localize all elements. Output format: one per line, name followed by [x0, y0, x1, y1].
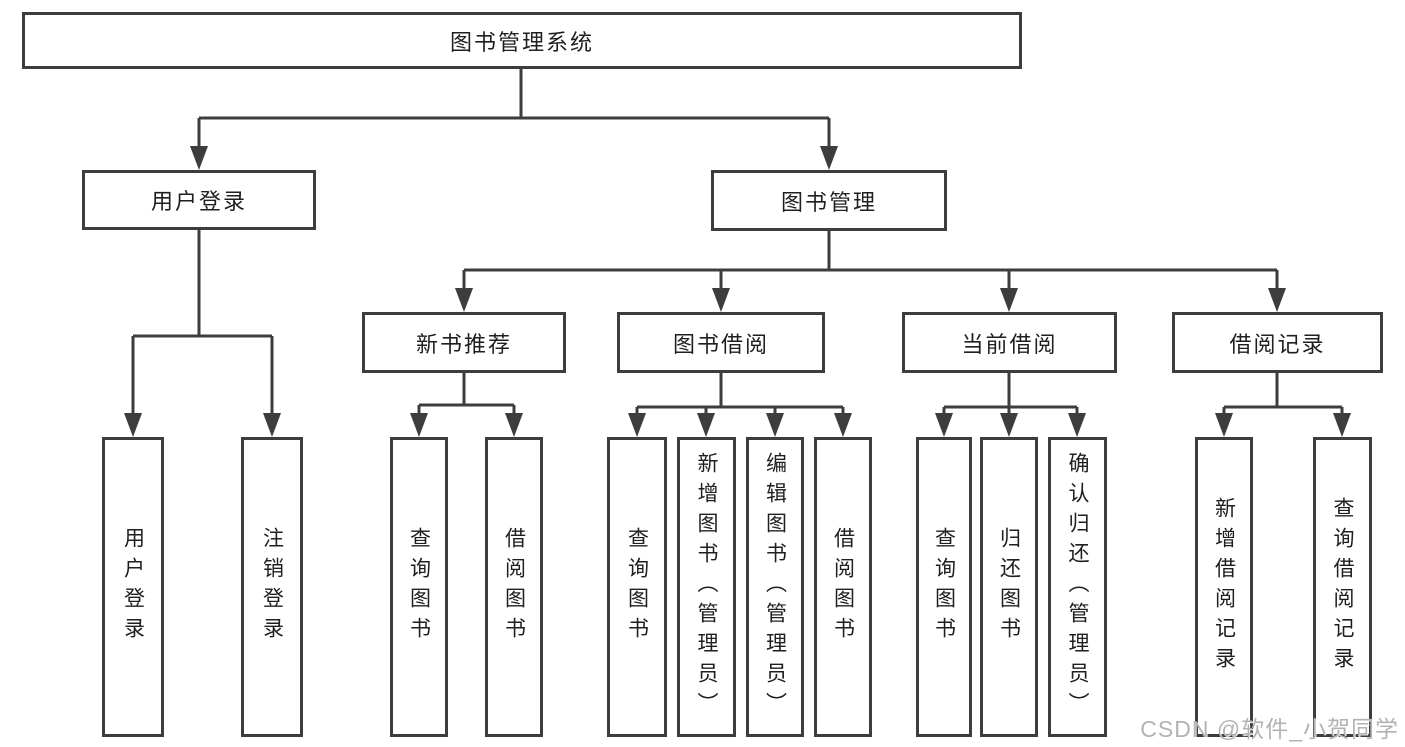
- leaf-recommend-borrow-books: 借阅图书: [485, 437, 543, 737]
- leaf-borrow-query-books-label: 查询图书: [625, 527, 649, 647]
- arrow-down-icon: [935, 413, 953, 437]
- leaf-borrow-borrow-books: 借阅图书: [814, 437, 872, 737]
- leaf-borrow-query-books: 查询图书: [607, 437, 667, 737]
- node-root-label: 图书管理系统: [449, 29, 594, 55]
- node-borrow-record: 借阅记录: [1172, 312, 1383, 373]
- node-current-borrow-label: 当前借阅: [961, 331, 1058, 357]
- arrow-down-icon: [1000, 413, 1018, 437]
- leaf-borrow-edit-books-admin: 编辑图书（管理员）: [746, 437, 804, 737]
- node-book-borrow: 图书借阅: [617, 312, 825, 373]
- arrow-down-icon: [628, 413, 646, 437]
- node-book-management: 图书管理: [711, 170, 947, 231]
- node-root: 图书管理系统: [22, 12, 1022, 69]
- leaf-recommend-borrow-books-label: 借阅图书: [502, 527, 526, 647]
- node-new-book-recommend-label: 新书推荐: [415, 331, 512, 357]
- leaf-current-query-books-label: 查询图书: [932, 527, 956, 647]
- leaf-current-return-books-label: 归还图书: [997, 527, 1021, 647]
- leaf-current-confirm-return-admin-label: 确认归还（管理员）: [1066, 452, 1089, 722]
- arrow-down-icon: [410, 413, 428, 437]
- leaf-borrow-add-books-admin-label: 新增图书（管理员）: [695, 452, 718, 722]
- arrow-down-icon: [1068, 413, 1086, 437]
- arrow-down-icon: [455, 288, 473, 312]
- arrow-down-icon: [712, 288, 730, 312]
- leaf-borrow-edit-books-admin-label: 编辑图书（管理员）: [763, 452, 787, 722]
- node-new-book-recommend: 新书推荐: [362, 312, 566, 373]
- node-book-management-label: 图书管理: [780, 189, 877, 215]
- leaf-user-login: 用户登录: [102, 437, 164, 737]
- arrow-down-icon: [1268, 288, 1286, 312]
- arrow-down-icon: [1215, 413, 1233, 437]
- leaf-logout: 注销登录: [241, 437, 303, 737]
- arrowheads: [124, 146, 1351, 437]
- arrow-down-icon: [124, 413, 142, 437]
- node-user-login: 用户登录: [82, 170, 316, 230]
- leaf-borrow-add-books-admin: 新增图书（管理员）: [677, 437, 736, 737]
- leaf-record-add-record: 新增借阅记录: [1195, 437, 1253, 737]
- leaf-current-confirm-return-admin: 确认归还（管理员）: [1048, 437, 1107, 737]
- arrow-down-icon: [190, 146, 208, 170]
- arrow-down-icon: [263, 413, 281, 437]
- arrow-down-icon: [1000, 288, 1018, 312]
- arrow-down-icon: [834, 413, 852, 437]
- leaf-user-login-label: 用户登录: [121, 527, 145, 647]
- leaf-logout-label: 注销登录: [260, 527, 284, 647]
- csdn-watermark: CSDN @软件_小贺同学: [1140, 716, 1399, 742]
- node-book-borrow-label: 图书借阅: [672, 331, 769, 357]
- node-current-borrow: 当前借阅: [902, 312, 1117, 373]
- arrow-down-icon: [697, 413, 715, 437]
- arrow-down-icon: [1333, 413, 1351, 437]
- leaf-current-return-books: 归还图书: [980, 437, 1038, 737]
- node-borrow-record-label: 借阅记录: [1229, 331, 1326, 357]
- leaf-record-add-record-label: 新增借阅记录: [1212, 497, 1236, 677]
- leaf-recommend-query-books: 查询图书: [390, 437, 448, 737]
- leaf-recommend-query-books-label: 查询图书: [407, 527, 431, 647]
- arrow-down-icon: [766, 413, 784, 437]
- node-user-login-label: 用户登录: [150, 189, 247, 214]
- arrow-down-icon: [505, 413, 523, 437]
- leaf-borrow-borrow-books-label: 借阅图书: [831, 527, 855, 647]
- leaf-current-query-books: 查询图书: [916, 437, 972, 737]
- leaf-record-query-record: 查询借阅记录: [1313, 437, 1372, 737]
- leaf-record-query-record-label: 查询借阅记录: [1331, 497, 1354, 677]
- arrow-down-icon: [820, 146, 838, 170]
